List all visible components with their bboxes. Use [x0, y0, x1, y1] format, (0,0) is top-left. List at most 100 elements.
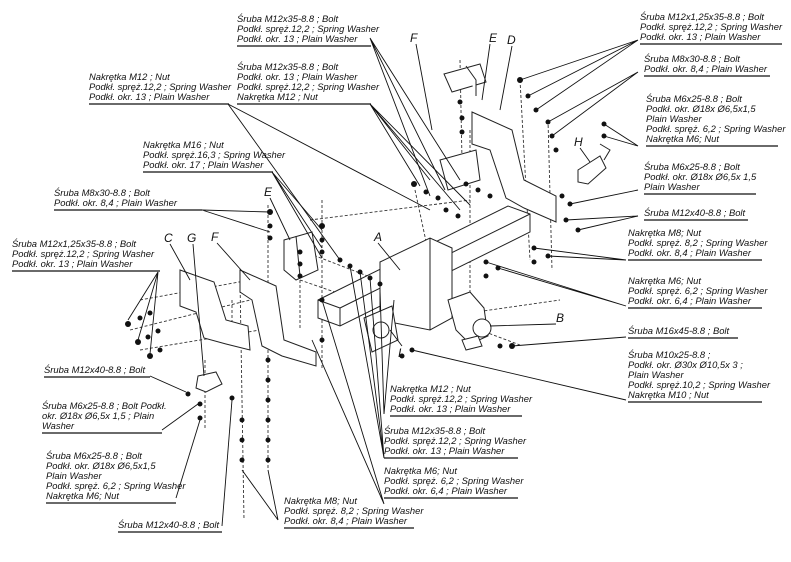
label-line: Śruba M6x25-8.8 ; Bolt Podkł. [42, 400, 167, 411]
label-t23: Śruba M10x25-8.8 ; Podkł. okr. Ø30x Ø10,… [628, 349, 771, 403]
label-line: Nakrętka M12 ; Nut [237, 91, 318, 102]
label-t19: Śruba M12x40-8.8 ; Bolt [644, 207, 748, 221]
label-line: Podkł. spręż.12,2 ; Spring Washer [390, 393, 533, 404]
label-t3: Nakrętka M12 ; Nut Podkł. spręż.12,2 ; S… [89, 71, 232, 105]
label-line: Śruba M12x35-8.8 ; Bolt [237, 61, 338, 72]
label-line: Plain Washer [644, 181, 700, 192]
label-line: Śruba M12x40-8.8 ; Bolt [118, 519, 219, 530]
label-t21: Nakrętka M6; Nut Podkł. spręż. 6,2 ; Spr… [628, 275, 768, 309]
label-t11: Nakrętka M8; Nut Podkł. spręż. 8,2 ; Spr… [284, 495, 424, 529]
part-letter-e: E [264, 185, 273, 199]
label-line: Nakrętka M6; Nut [384, 465, 457, 476]
label-line: Podkł. okr. 13 ; Plain Washer [89, 91, 210, 102]
leader-lines [127, 37, 639, 527]
label-t8: Śruba M6x25-8.8 ; Bolt Podkł. okr. Ø18x … [42, 400, 167, 434]
label-line: Śruba M16x45-8.8 ; Bolt [628, 325, 729, 336]
label-line: Śruba M10x25-8.8 ; [628, 349, 711, 360]
label-line: Podkł. spręż. 6,2 ; Spring Washer [46, 480, 186, 491]
label-line: Podkł. okr. Ø18x Ø6,5x1,5 [46, 460, 156, 471]
label-line: Podkł. spręż.16,3 ; Spring Washer [143, 149, 286, 160]
label-line: Podkł. okr. 13 ; Plain Washer [237, 71, 358, 82]
label-line: Nakrętka M8; Nut [628, 227, 701, 238]
label-line: Podkł. okr. 6,4 ; Plain Washer [628, 295, 752, 306]
part-letter-e: E [489, 31, 498, 45]
part-letter-f: F [410, 31, 418, 45]
label-line: Podkł. okr. 8,4 ; Plain Washer [284, 515, 408, 526]
label-line: Śruba M12x35-8.8 ; Bolt [237, 13, 338, 24]
part-letter-d: D [507, 33, 516, 47]
label-line: Podkł. okr. 13 ; Plain Washer [237, 33, 358, 44]
label-line: Podkł. okr. 13 ; Plain Washer [384, 445, 505, 456]
label-line: Podkł. okr. 13 ; Plain Washer [390, 403, 511, 414]
label-line: Nakrętka M6; Nut [46, 490, 119, 501]
label-line: Nakrętka M16 ; Nut [143, 139, 224, 150]
label-line: Śruba M12x40-8.8 ; Bolt [44, 364, 145, 375]
part-letter-f: F [211, 230, 219, 244]
part-letter-a: A [373, 230, 382, 244]
right-bracket-d [471, 111, 557, 223]
part-letter-i: I [398, 346, 402, 360]
label-line: Podkł. spręż.12,2 ; Spring Washer [237, 23, 380, 34]
bracket-g [195, 371, 223, 393]
label-line: Podkł. okr. Ø30x Ø10,5x 3 ; [628, 359, 743, 370]
label-line: Śruba M8x30-8.8 ; Bolt [644, 53, 740, 64]
label-line: Plain Washer [46, 470, 102, 481]
label-line: Śruba M6x25-8.8 ; Bolt [646, 93, 742, 104]
part-letter-h: H [574, 135, 583, 149]
label-line: Plain Washer [646, 113, 702, 124]
label-t14: Nakrętka M12 ; Nut Podkł. spręż.12,2 ; S… [390, 383, 533, 417]
label-t7: Śruba M12x40-8.8 ; Bolt [44, 364, 150, 378]
tow-ball [472, 318, 492, 338]
label-line: Podkł. spręż.12,2 ; Spring Washer [640, 21, 783, 32]
label-t1: Śruba M12x35-8.8 ; Bolt Podkł. spręż.12,… [237, 13, 380, 47]
label-t13: Śruba M12x35-8.8 ; Bolt Podkł. spręż.12,… [384, 425, 527, 459]
label-line: Podkł. okr. 8,4 ; Plain Washer [644, 63, 768, 74]
label-line: Nakrętka M12 ; Nut [89, 71, 170, 82]
label-t20: Nakrętka M8; Nut Podkł. spręż. 8,2 ; Spr… [628, 227, 768, 261]
label-line: Podkł. spręż. 6,2 ; Spring Washer [384, 475, 524, 486]
label-t16: Śruba M8x30-8.8 ; Bolt Podkł. okr. 8,4 ;… [644, 53, 770, 77]
label-line: Śruba M12x1,25x35-8.8 ; Bolt [640, 11, 764, 22]
label-line: Śruba M6x25-8.8 ; Bolt [46, 450, 142, 461]
tow-bar-parts [129, 59, 611, 521]
label-line: Śruba M12x35-8.8 ; Bolt [384, 425, 485, 436]
fasteners [125, 77, 607, 463]
label-t2: Śruba M12x35-8.8 ; Bolt Podkł. okr. 13 ;… [237, 61, 380, 105]
left-bracket-f [239, 269, 317, 367]
label-line: Washer [42, 420, 75, 431]
label-line: Podkł. spręż.12,2 ; Spring Washer [237, 81, 380, 92]
label-line: okr. Ø18x Ø6,5x 1,5 ; Plain [42, 410, 154, 421]
label-line: Podkł. okr. 8,4 ; Plain Washer [54, 197, 178, 208]
label-line: Podkł. spręż. 8,2 ; Spring Washer [284, 505, 424, 516]
label-line: Podkł. spręż.12,2 ; Spring Washer [12, 248, 155, 259]
label-line: Nakrętka M12 ; Nut [390, 383, 471, 394]
label-line: Nakrętka M6; Nut [646, 133, 719, 144]
label-t5: Śruba M8x30-8.8 ; Bolt Podkł. okr. 8,4 ;… [54, 187, 202, 211]
label-line: Podkł. okr. 17 ; Plain Washer [143, 159, 264, 170]
part-letters: F E D H E A C G F B I [164, 31, 591, 377]
label-t9: Śruba M6x25-8.8 ; Bolt Podkł. okr. Ø18x … [46, 450, 186, 504]
label-line: Plain Washer [628, 369, 684, 380]
label-t18: Śruba M6x25-8.8 ; Bolt Podkł. okr. Ø18x … [644, 161, 757, 195]
part-letter-b: B [556, 311, 564, 325]
left-arm-bracket-e [283, 231, 319, 281]
part-letter-c: C [164, 231, 173, 245]
label-t15: Śruba M12x1,25x35-8.8 ; Bolt Podkł. sprę… [640, 11, 783, 45]
label-t17: Śruba M6x25-8.8 ; Bolt Podkł. okr. Ø18x … [646, 93, 786, 147]
label-t6: Śruba M12x1,25x35-8.8 ; Bolt Podkł. sprę… [12, 238, 160, 272]
bracket-h [577, 155, 607, 185]
label-line: Podkł. spręż.10,2 ; Spring Washer [628, 379, 771, 390]
label-line: Podkł. spręż.12,2 ; Spring Washer [89, 81, 232, 92]
label-line: Podkł. okr. 8,4 ; Plain Washer [628, 247, 752, 258]
label-line: Podkł. spręż.12,2 ; Spring Washer [384, 435, 527, 446]
part-letter-g: G [187, 231, 196, 245]
label-line: Podkł. spręż. 6,2 ; Spring Washer [628, 285, 768, 296]
label-line: Podkł. okr. 13 ; Plain Washer [640, 31, 761, 42]
label-t4: Nakrętka M16 ; Nut Podkł. spręż.16,3 ; S… [143, 139, 286, 173]
label-t10: Śruba M12x40-8.8 ; Bolt [118, 519, 222, 533]
label-line: Śruba M8x30-8.8 ; Bolt [54, 187, 150, 198]
label-line: Podkł. okr. Ø18x Ø6,5x 1,5 [644, 171, 757, 182]
label-line: Śruba M12x1,25x35-8.8 ; Bolt [12, 238, 136, 249]
label-line: Nakrętka M8; Nut [284, 495, 357, 506]
